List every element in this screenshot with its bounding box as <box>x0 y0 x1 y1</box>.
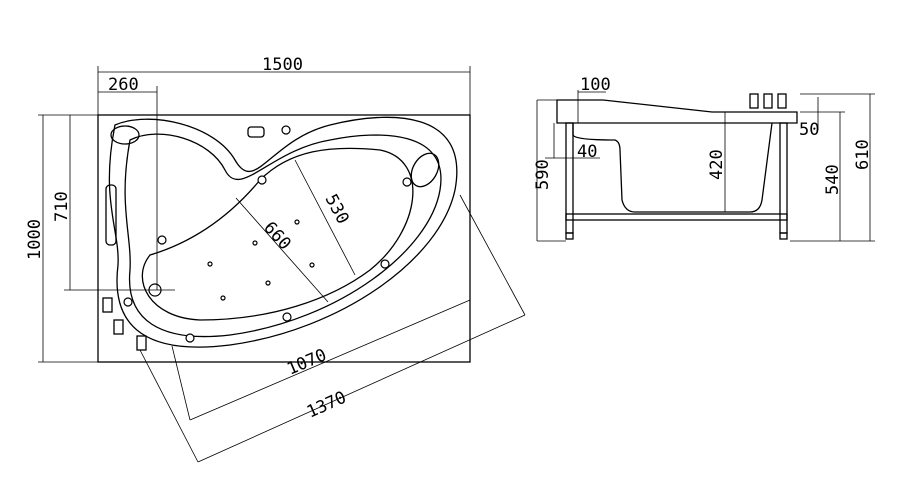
dim-rim-height: 540 <box>823 164 843 195</box>
faucets <box>102 297 147 351</box>
tub-outer-rim <box>108 116 458 348</box>
dim-total-height-left: 590 <box>533 159 553 190</box>
pillow <box>410 152 440 188</box>
side-view: 100 590 40 420 50 540 610 <box>533 75 875 242</box>
dim-faucet-height: 50 <box>799 120 819 140</box>
dim-inner-diagonal: 660 <box>259 218 294 254</box>
dim-inner-width: 530 <box>321 191 353 228</box>
dim-drain-offset: 260 <box>108 75 139 95</box>
frame-bar <box>565 213 788 221</box>
headrest <box>110 125 140 145</box>
rim <box>556 99 798 124</box>
basin-profile <box>572 122 773 213</box>
tub-basin <box>141 147 414 321</box>
jets <box>123 175 412 343</box>
dim-rim-width: 100 <box>580 75 611 95</box>
dim-outer-length: 1370 <box>304 388 350 423</box>
dim-inner-depth: 420 <box>707 149 727 180</box>
outer-frame <box>97 114 471 363</box>
right-leg <box>779 122 788 234</box>
grab-handle <box>105 184 117 246</box>
dim-panel-offset: 40 <box>577 142 597 162</box>
dim-width: 1500 <box>262 55 303 75</box>
top-view: 1500 260 1000 710 530 660 1070 1370 <box>25 55 526 463</box>
dim-drain-depth: 710 <box>52 191 72 222</box>
control-panel <box>247 126 265 138</box>
dim-inner-length: 1070 <box>284 345 330 379</box>
dim-total-height: 610 <box>853 139 873 170</box>
dim-depth: 1000 <box>25 219 45 260</box>
tub-inner-rim <box>124 133 442 338</box>
left-leg <box>565 122 574 234</box>
